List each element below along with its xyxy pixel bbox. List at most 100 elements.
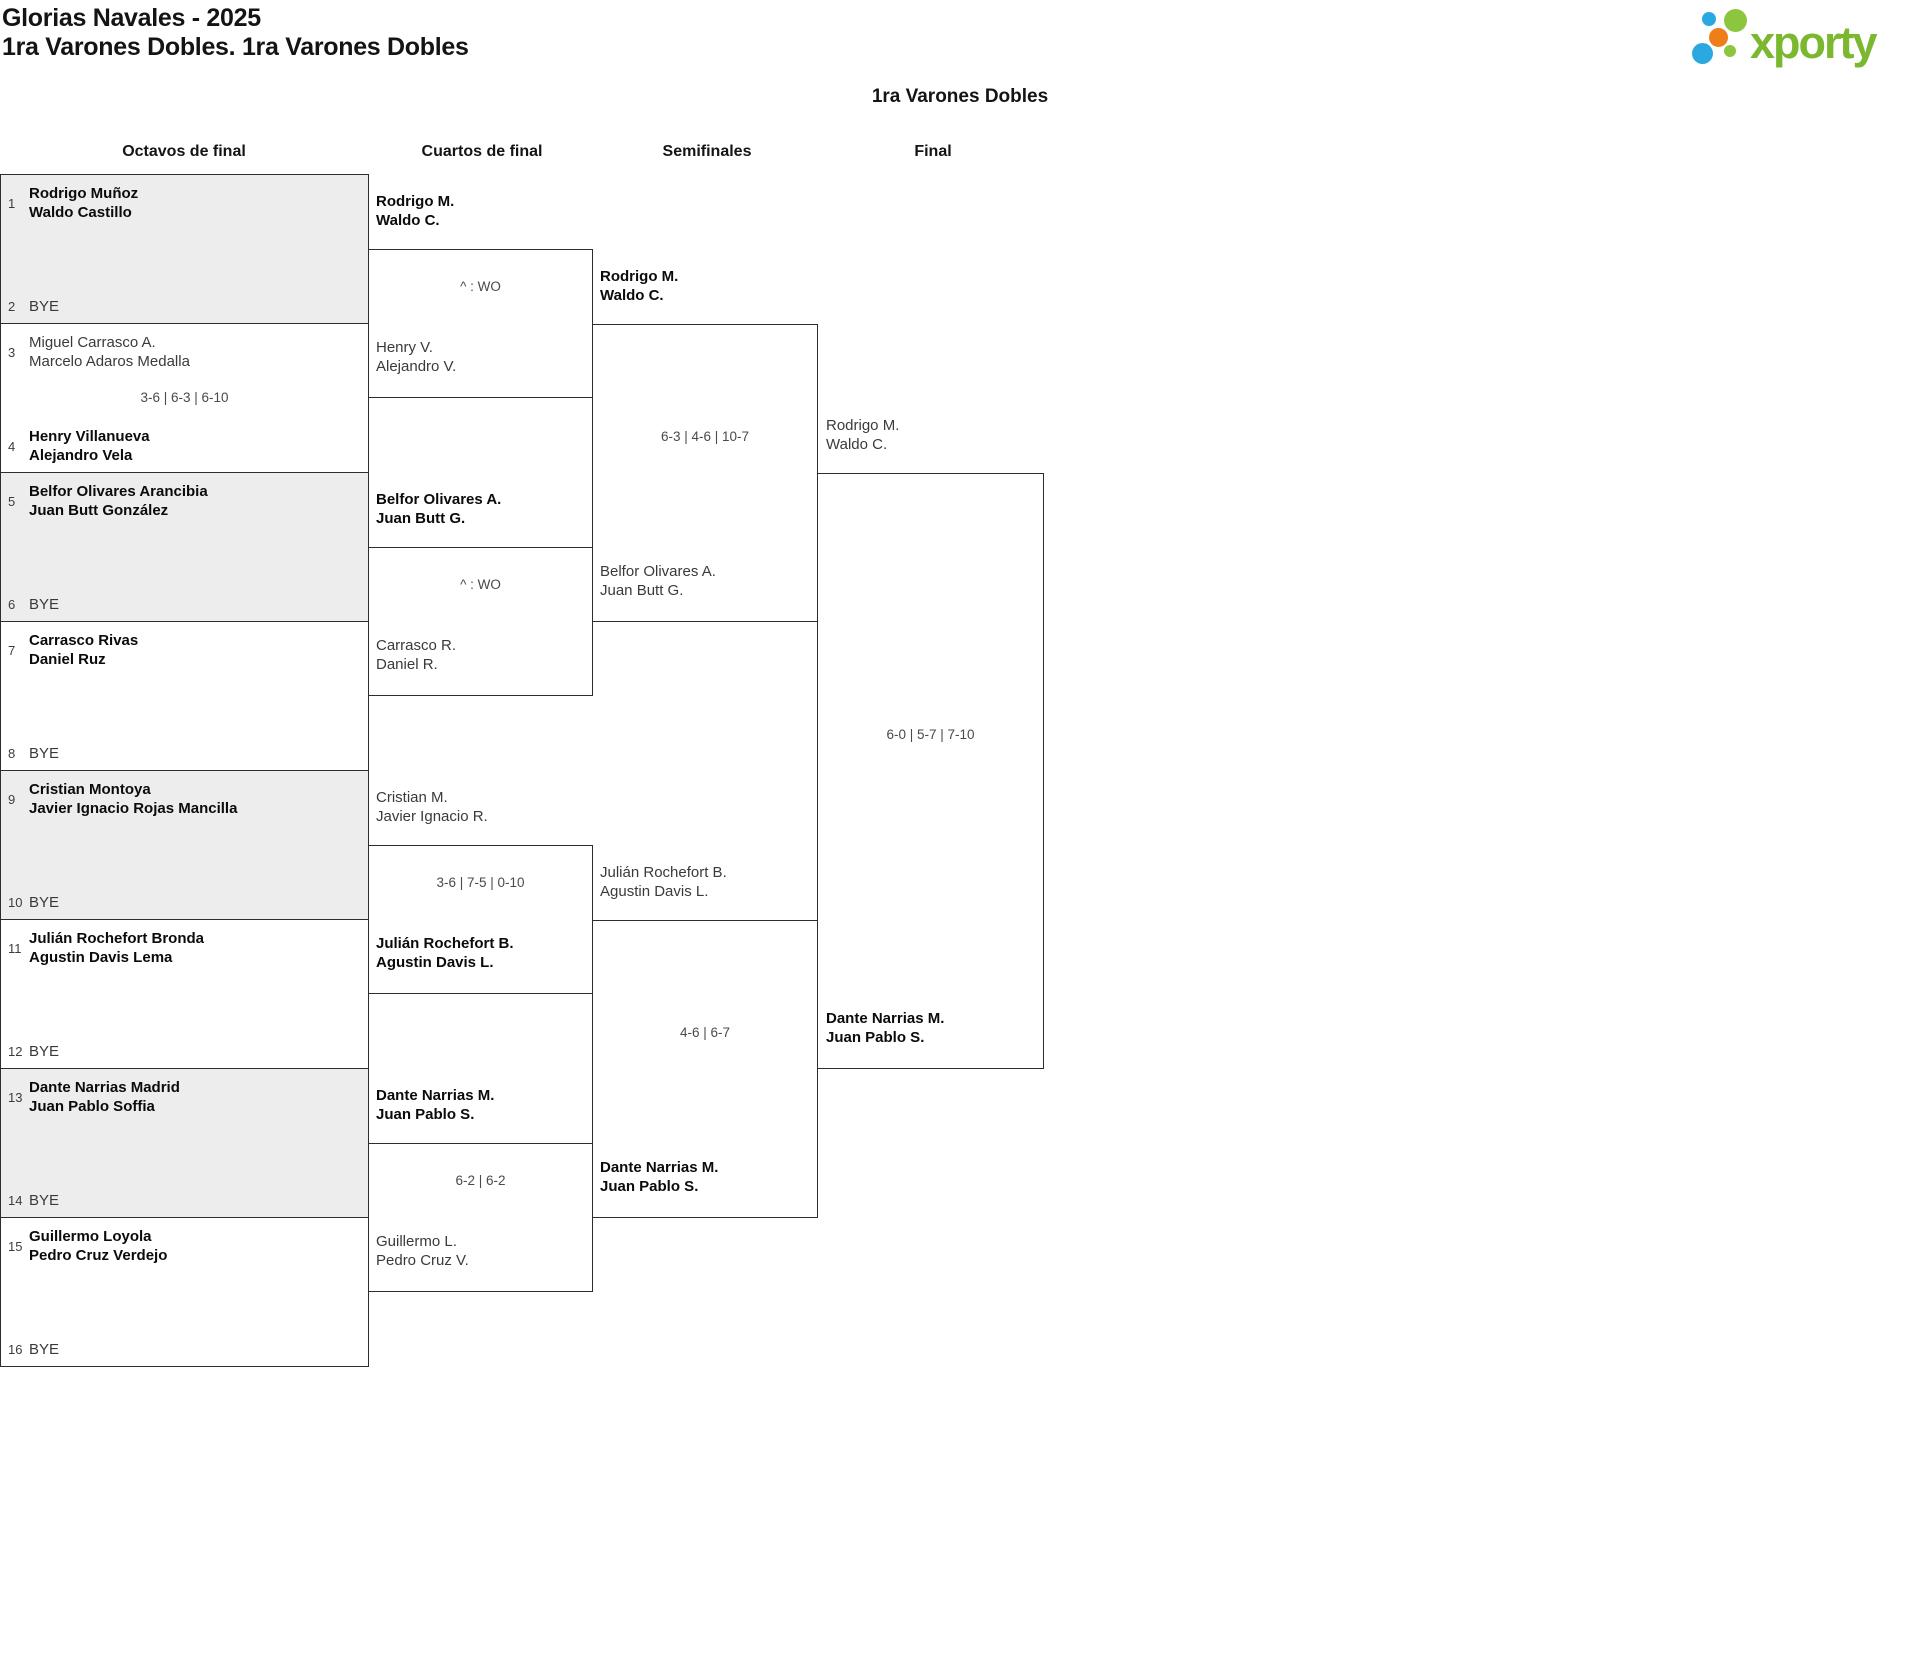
team-names: Julián Rochefort B.Agustin Davis L. xyxy=(600,863,812,901)
player-name: Miguel Carrasco A. xyxy=(29,334,156,351)
player-name: Belfor Olivares A. xyxy=(600,563,716,580)
player-name: Waldo C. xyxy=(600,287,664,304)
seed-number: 13 xyxy=(8,1089,23,1105)
player-name: Pedro Cruz V. xyxy=(376,1252,469,1269)
player-name: Belfor Olivares A. xyxy=(376,491,502,508)
player-name: Juan Pablo Soffia xyxy=(29,1098,155,1115)
player-name: Juan Pablo S. xyxy=(376,1106,475,1123)
player-name: Dante Narrias M. xyxy=(376,1087,495,1104)
seed-number: 8 xyxy=(8,746,16,761)
team-names: Belfor Olivares A. Juan Butt G. xyxy=(600,562,812,600)
player-name: BYE xyxy=(29,745,60,762)
bracket-entry: 3 Miguel Carrasco A.Marcelo Adaros Medal… xyxy=(8,333,364,371)
player-name: Cristian Montoya xyxy=(29,781,151,798)
logo-wordmark: xporty xyxy=(1750,17,1878,68)
team-names: BYE xyxy=(29,1191,59,1210)
octavos-match-2-box: 3 Miguel Carrasco A.Marcelo Adaros Medal… xyxy=(0,323,369,473)
team-names: BYE xyxy=(29,744,59,763)
match-score: 6-0 | 5-7 | 7-10 xyxy=(886,727,975,742)
bracket-entry: 12 BYE xyxy=(8,1042,364,1061)
seed-number: 7 xyxy=(8,642,16,658)
category-title: 1ra Varones Dobles. 1ra Varones Dobles xyxy=(2,33,469,61)
match-score: ^ : WO xyxy=(460,279,501,294)
team-names: Cristian M.Javier Ignacio R. xyxy=(376,788,588,826)
match-score: 6-2 | 6-2 xyxy=(455,1173,506,1188)
seed-number: 2 xyxy=(8,299,16,314)
player-name: Waldo C. xyxy=(376,212,440,229)
bracket-entry: 2 BYE xyxy=(8,297,364,316)
match-score: 3-6 | 6-3 | 6-10 xyxy=(140,390,229,405)
player-name: Waldo C. xyxy=(826,436,888,453)
player-name: Daniel Ruz xyxy=(29,651,106,668)
player-name: BYE xyxy=(29,894,60,911)
team-names: Dante Narrias M. Juan Pablo S. xyxy=(376,1086,588,1124)
seed-number: 12 xyxy=(8,1044,23,1059)
player-name: Alejandro V. xyxy=(376,358,457,375)
player-name: Guillermo L. xyxy=(376,1233,457,1250)
player-name: Juan Pablo S. xyxy=(826,1029,925,1046)
seed-number: 16 xyxy=(8,1342,23,1357)
team-names: Miguel Carrasco A. Marcelo Adaros Medalla xyxy=(29,333,190,371)
player-name: Guillermo Loyola xyxy=(29,1228,152,1245)
player-name: Marcelo Adaros Medalla xyxy=(29,353,190,370)
player-name: Agustin Davis Lema xyxy=(29,949,173,966)
bracket-entry: 16 BYE xyxy=(8,1340,364,1359)
team-names: Dante Narrias M.Juan Pablo S. xyxy=(600,1158,812,1196)
player-name: Agustin Davis L. xyxy=(376,954,494,971)
team-names: Guillermo L. Pedro Cruz V. xyxy=(376,1232,588,1270)
bracket-entry: 6 BYE xyxy=(8,595,364,614)
bracket-title: 1ra Varones Dobles xyxy=(871,86,1049,107)
player-name: BYE xyxy=(29,1192,60,1209)
player-name: Julián Rochefort B. xyxy=(376,935,514,952)
final-match-box xyxy=(817,473,1044,1069)
round-header-semifinales: Semifinales xyxy=(662,143,752,160)
player-name: Juan Butt G. xyxy=(600,582,684,599)
team-names: BYE xyxy=(29,595,59,614)
match-score: 4-6 | 6-7 xyxy=(679,1025,731,1040)
team-names: Dante Narrias M.Juan Pablo S. xyxy=(826,1009,1038,1047)
player-name: BYE xyxy=(29,1341,60,1358)
player-name: Javier Ignacio R. xyxy=(376,808,488,825)
player-name: Dante Narrias Madrid xyxy=(29,1079,180,1096)
team-names: Carrasco R.Daniel R. xyxy=(376,636,588,674)
cuartos-match-1-box xyxy=(368,249,593,398)
team-names: Rodrigo M.Waldo C. xyxy=(600,267,812,305)
round-header-octavos: Octavos de final xyxy=(122,143,246,160)
player-name: Carrasco R. xyxy=(376,637,457,654)
seed-number: 11 xyxy=(8,940,22,956)
player-name: BYE xyxy=(29,298,60,315)
logo-dot-green-large xyxy=(1724,9,1747,32)
player-name: Juan Butt G. xyxy=(376,510,466,527)
team-names: BYE xyxy=(29,1042,59,1061)
team-names: Julián Rochefort B. Agustin Davis L. xyxy=(376,934,588,972)
seed-number: 4 xyxy=(8,438,16,454)
player-name: Alejandro Vela xyxy=(29,447,133,464)
seed-number: 14 xyxy=(8,1193,23,1208)
team-names: Henry V.Alejandro V. xyxy=(376,338,588,376)
cuartos-match-3-box xyxy=(368,845,593,994)
logo-dot-orange xyxy=(1709,28,1728,47)
bracket-entry: 10 BYE xyxy=(8,893,364,912)
logo-dot-blue-small xyxy=(1702,12,1716,26)
seed-number: 15 xyxy=(8,1238,23,1254)
match-score: 6-3 | 4-6 | 10-7 xyxy=(660,429,750,444)
bracket-entry: 14 BYE xyxy=(8,1191,364,1210)
player-name: Javier Ignacio Rojas Mancilla xyxy=(29,800,238,817)
